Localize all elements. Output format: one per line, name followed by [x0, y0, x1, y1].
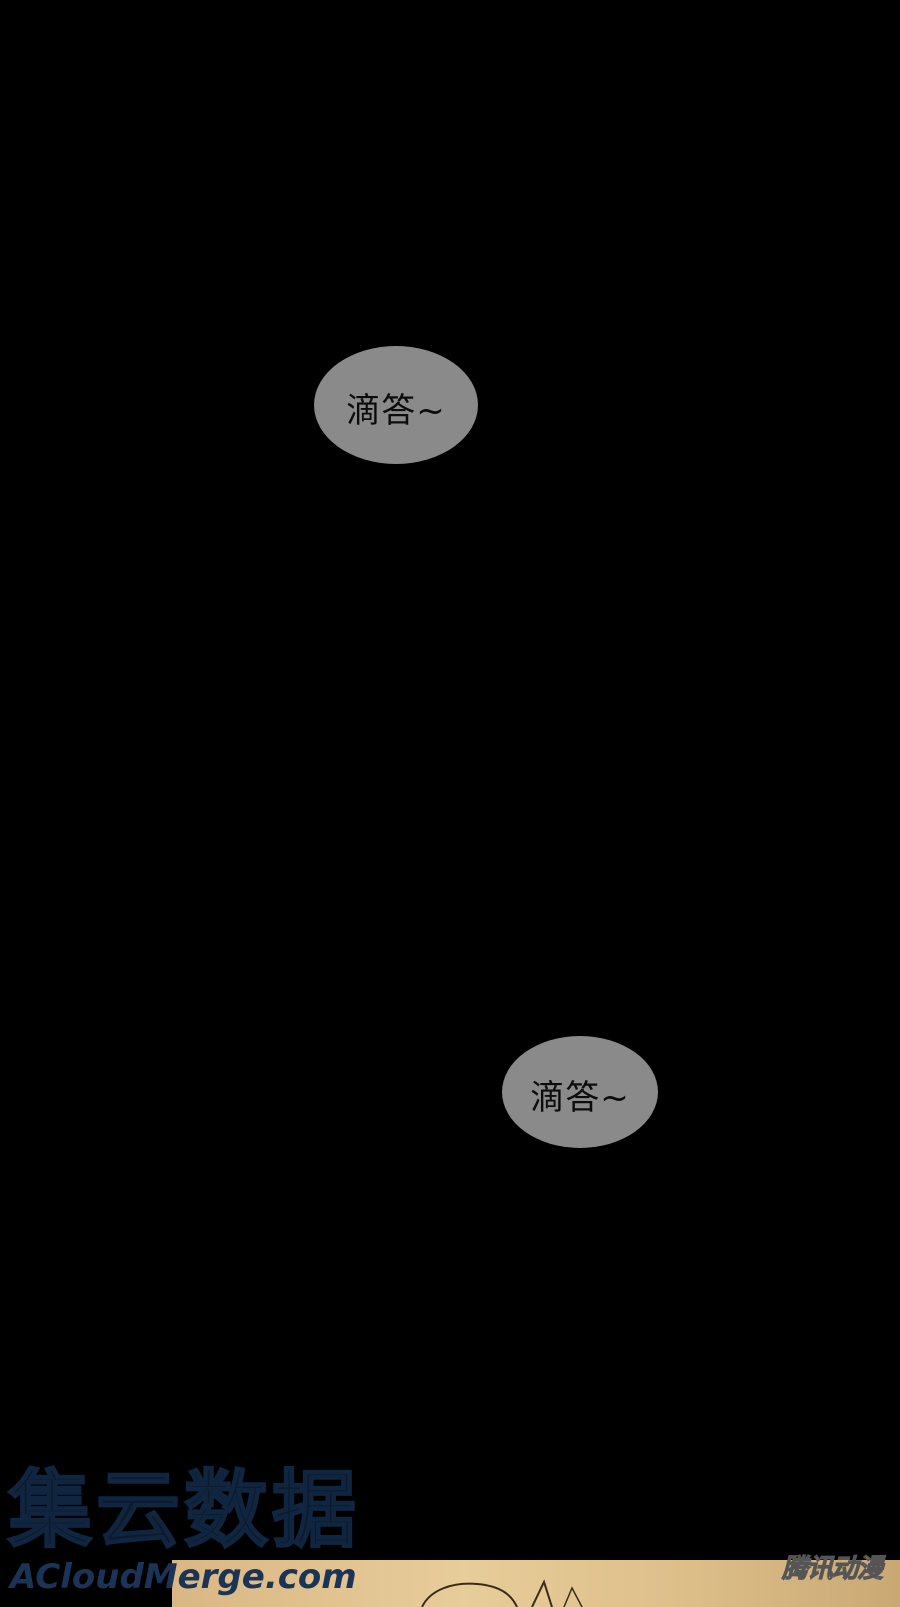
speech-bubble-drip-2: 滴答~ — [502, 1036, 658, 1148]
bubble-text: 滴答~ — [346, 390, 446, 431]
next-panel-strip — [172, 1560, 900, 1607]
watermark-english: ACloudMerge.com — [10, 1557, 357, 1597]
speech-bubble-drip-1: 滴答~ — [314, 346, 478, 464]
watermark: 集云数据 ACloudMerge.com — [7, 1461, 388, 1607]
watermark-chinese: 集云数据 — [7, 1461, 361, 1559]
next-panel-art — [421, 1579, 583, 1607]
bubble-text: 滴答~ — [530, 1077, 630, 1118]
tencent-comic-logo: 腾讯动漫 — [781, 1554, 883, 1584]
